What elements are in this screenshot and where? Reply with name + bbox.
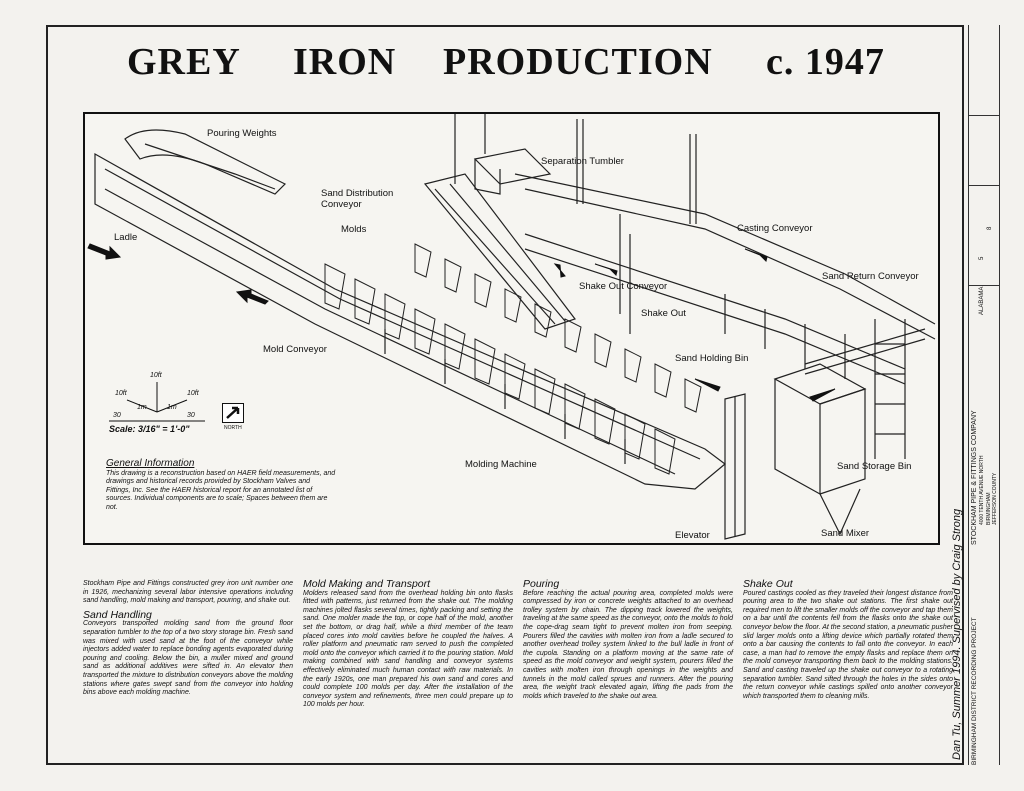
author-signature: Dan Tu, Summer 1994. Supervised by Craig… [951, 508, 963, 760]
label-sand-mixer: Sand Mixer [821, 528, 870, 539]
north-arrow-icon [222, 403, 244, 423]
scale-m-right: 1m [167, 404, 177, 411]
title-block-state: ALABAMA [979, 286, 985, 315]
label-casting-conveyor: Casting Conveyor [737, 223, 813, 234]
sand-handling-heading: Sand Handling [83, 608, 152, 621]
general-information-text: This drawing is a reconstruction based o… [106, 469, 336, 511]
title-block-company: STOCKHAM PIPE & FITTINGS COMPANY [971, 410, 978, 545]
column-pouring: Pouring Before reaching the actual pouri… [523, 578, 733, 706]
title-word-4: c. 1947 [766, 41, 885, 83]
sand-handling-text: Conveyors transported molding sand from … [83, 620, 293, 697]
scale-v-right: 30 [187, 412, 195, 419]
scale-right: 10ft [187, 390, 199, 397]
isometric-drawing: Pouring Weights Separation Tumbler Sand … [83, 112, 940, 545]
label-mold-conveyor: Mold Conveyor [263, 344, 327, 355]
north-label: NORTH [224, 425, 242, 431]
title-block-address: 4000 TENTH AVENUE NORTH [979, 455, 985, 525]
scale-graphic [109, 382, 205, 422]
column-shake-out: Shake Out Poured castings cooled as they… [743, 578, 953, 706]
scale-top: 10ft [150, 372, 162, 379]
general-information-heading: General Information [106, 458, 195, 469]
label-molding-machine: Molding Machine [465, 459, 537, 470]
scale-text: Scale: 3/16" = 1'-0" [109, 424, 190, 434]
title-block-of: 8 [987, 226, 993, 230]
scale-v-left: 30 [113, 412, 121, 419]
intro-text: Stockham Pipe and Fittings constructed g… [83, 580, 293, 605]
label-elevator: Elevator [675, 530, 710, 541]
label-shake-out-conveyor: Shake Out Conveyor [579, 281, 668, 292]
title-word-2: IRON [293, 41, 397, 83]
foundry-illustration [87, 114, 936, 540]
scale-m-left: 1m [137, 404, 147, 411]
label-sand-holding-bin: Sand Holding Bin [675, 353, 749, 364]
drawing-sheet-border [46, 25, 964, 765]
column-sand-handling: Stockham Pipe and Fittings constructed g… [83, 580, 293, 703]
scale-left: 10ft [115, 390, 127, 397]
title-block-project: BIRMINGHAM DISTRICT RECORDING PROJECT [971, 617, 978, 765]
label-sand-distribution-conveyor: Sand Distribution Conveyor [321, 188, 394, 210]
pouring-text: Before reaching the actual pouring area,… [523, 589, 733, 700]
label-shake-out: Shake Out [641, 308, 686, 319]
general-information: General Information This drawing is a re… [106, 458, 336, 512]
column-mold-making: Mold Making and Transport Molders releas… [303, 578, 513, 715]
mold-making-text: Molders released sand from the overhead … [303, 589, 513, 709]
scale-bar: 10ft 10ft 10ft 1m 1m 30 30 Scale: 3/16" … [107, 372, 207, 434]
label-sand-return-conveyor: Sand Return Conveyor [822, 271, 919, 282]
title-word-3: PRODUCTION [443, 41, 713, 83]
label-pouring-weights: Pouring Weights [207, 128, 277, 139]
mold-making-heading: Mold Making and Transport [303, 578, 431, 590]
title-word-1: GREY [127, 41, 241, 83]
label-ladle: Ladle [114, 232, 138, 243]
title-block-sheet: 5 [979, 256, 985, 260]
shake-out-heading: Shake Out [743, 578, 793, 590]
title-block-county: JEFFERSON COUNTY [992, 472, 998, 525]
title-block: BIRMINGHAM DISTRICT RECORDING PROJECT ST… [968, 25, 1000, 765]
pouring-heading: Pouring [523, 578, 560, 590]
label-molds: Molds [341, 224, 367, 235]
shake-out-text: Poured castings cooled as they traveled … [743, 589, 953, 700]
label-sand-storage-bin: Sand Storage Bin [837, 461, 912, 472]
label-separation-tumbler: Separation Tumbler [541, 156, 624, 167]
